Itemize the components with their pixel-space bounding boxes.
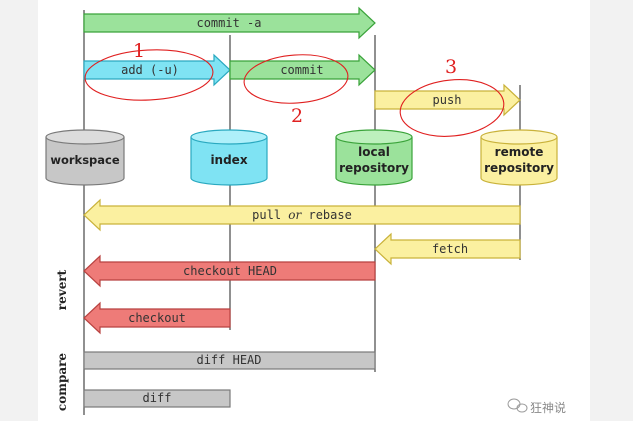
local-repository-label-line1: local xyxy=(358,145,390,159)
diff-head-bar: diff HEAD xyxy=(83,351,376,370)
diff-label: diff xyxy=(143,391,172,405)
checkout-label: checkout xyxy=(128,311,186,325)
compare-label: compare xyxy=(55,353,69,411)
workspace-label: workspace xyxy=(50,153,119,167)
commit-label: commit xyxy=(280,63,323,77)
diff-bar: diff xyxy=(83,389,231,408)
local-repository-store: local repository xyxy=(335,129,413,186)
pull-word: pull xyxy=(252,208,288,222)
annotations xyxy=(84,49,505,137)
watermark: 狂神说 xyxy=(507,398,566,415)
index-store: index xyxy=(190,129,268,186)
pull-or-rebase-arrow: pull or rebase xyxy=(83,198,521,232)
index-label: index xyxy=(210,153,247,167)
watermark-text: 狂神说 xyxy=(530,400,566,415)
annotation-circle-3 xyxy=(399,79,505,137)
commit-a-arrow: commit -a xyxy=(83,6,376,40)
fetch-label: fetch xyxy=(432,242,468,256)
revert-label: revert xyxy=(55,269,69,310)
local-repository-label-line2: repository xyxy=(339,161,409,175)
add-label: add (-u) xyxy=(121,63,179,77)
checkout-arrow: checkout xyxy=(83,301,231,335)
annotation-number-2: 2 xyxy=(291,105,303,127)
push-arrow: push xyxy=(374,83,521,117)
diff-head-label: diff HEAD xyxy=(196,353,261,367)
pull-or-rebase-label: pull or rebase xyxy=(252,208,352,222)
remote-repository-label-line2: repository xyxy=(484,161,554,175)
add-arrow: add (-u) xyxy=(83,53,231,87)
rebase-word: rebase xyxy=(301,208,352,222)
checkout-head-arrow: checkout HEAD xyxy=(83,254,376,288)
commit-a-label: commit -a xyxy=(196,16,261,30)
fetch-arrow: fetch xyxy=(374,232,521,266)
annotation-circle-2 xyxy=(243,54,349,104)
annotation-number-1: 1 xyxy=(133,40,145,62)
annotation-circle-1 xyxy=(84,49,214,101)
remote-repository-label-line1: remote xyxy=(495,145,544,159)
push-label: push xyxy=(433,93,462,107)
remote-repository-store: remote repository xyxy=(480,129,558,186)
annotation-number-3: 3 xyxy=(445,56,457,78)
workspace-store: workspace xyxy=(45,129,125,186)
checkout-head-label: checkout HEAD xyxy=(183,264,277,278)
or-word: or xyxy=(288,208,302,222)
wechat-icon xyxy=(507,398,528,413)
